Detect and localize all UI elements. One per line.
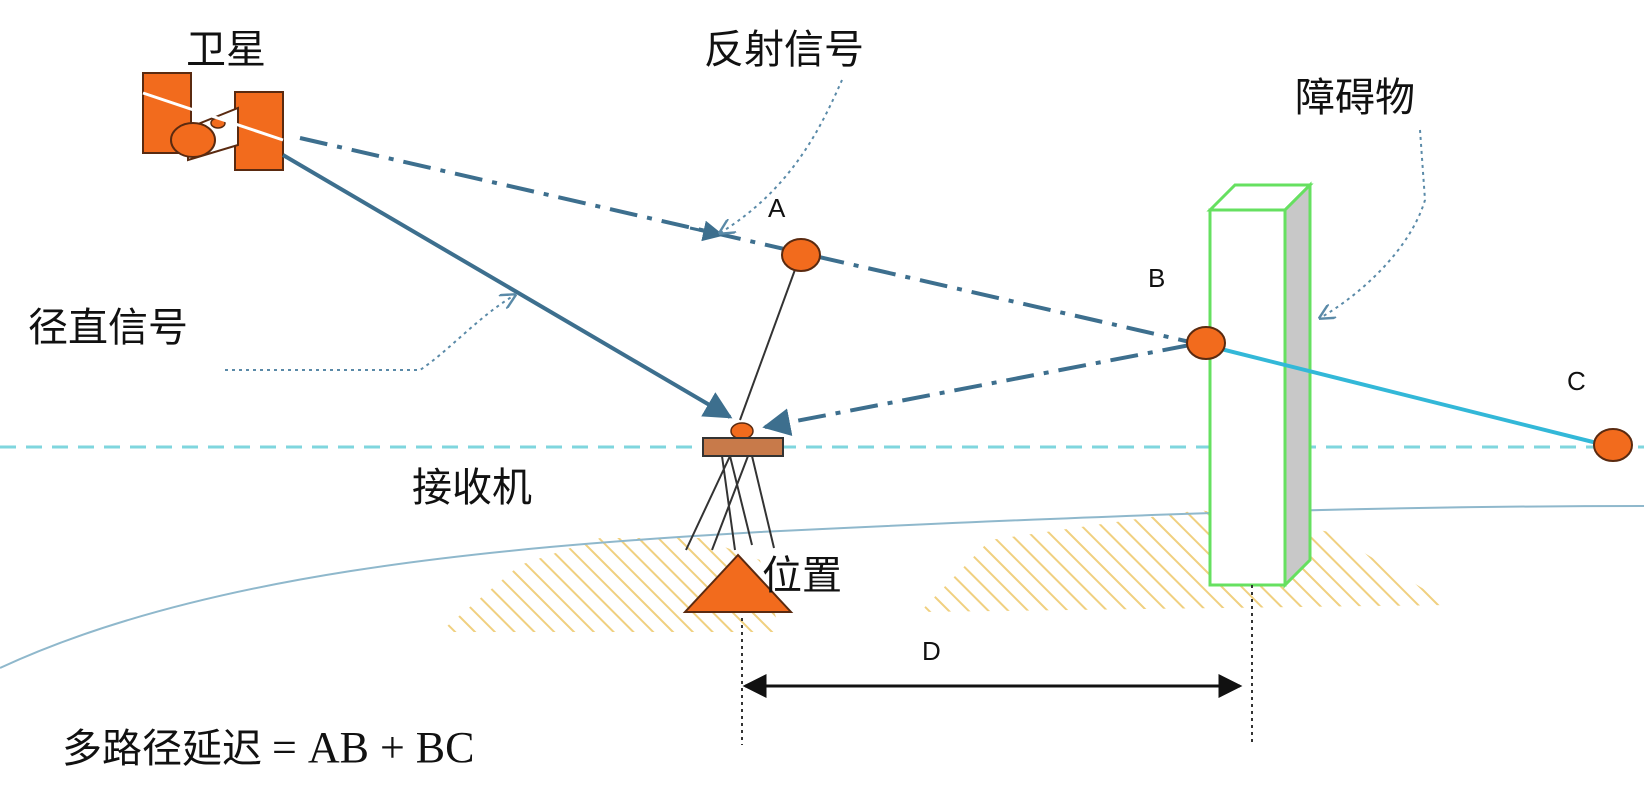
satellite-label: 卫星 (186, 27, 266, 73)
point-c-label: C (1567, 366, 1586, 396)
receiver-label: 接收机 (412, 465, 532, 511)
ground-hatch-right (920, 510, 1450, 612)
direct-signal-line (281, 153, 733, 419)
point-c-marker (1593, 428, 1633, 462)
reflected-signal-label: 反射信号 (704, 27, 864, 73)
reflected-signal-incoming (299, 136, 1191, 344)
obstacle-building (1206, 181, 1314, 589)
obstacle-callout (1320, 129, 1427, 318)
distance-label: D (922, 636, 941, 666)
direct-signal-callout (225, 295, 515, 371)
a-to-receiver-line (739, 255, 801, 421)
point-b-marker (1186, 326, 1226, 360)
multipath-formula-expr: = AB + BC (272, 723, 475, 772)
reflected-signal-outgoing (762, 343, 1191, 436)
bc-extension-line (1204, 343, 1606, 447)
multipath-formula-prefix: 多路径延迟 (62, 726, 262, 772)
position-label: 位置 (762, 553, 842, 599)
position-marker (682, 553, 794, 613)
point-a-marker (781, 238, 821, 272)
reflected-path-arrow (689, 220, 725, 242)
multipath-formula: 多路径延迟= AB + BC (62, 726, 474, 770)
reflected-signal-callout (720, 79, 843, 233)
point-b-label: B (1148, 263, 1166, 293)
obstacle-label: 障碍物 (1295, 75, 1415, 121)
point-a-label: A (768, 193, 786, 223)
earth-surface-curve (0, 505, 1644, 669)
satellite-icon (142, 72, 284, 171)
direct-signal-label: 径直信号 (28, 305, 188, 351)
receiver-tripod (685, 422, 784, 551)
